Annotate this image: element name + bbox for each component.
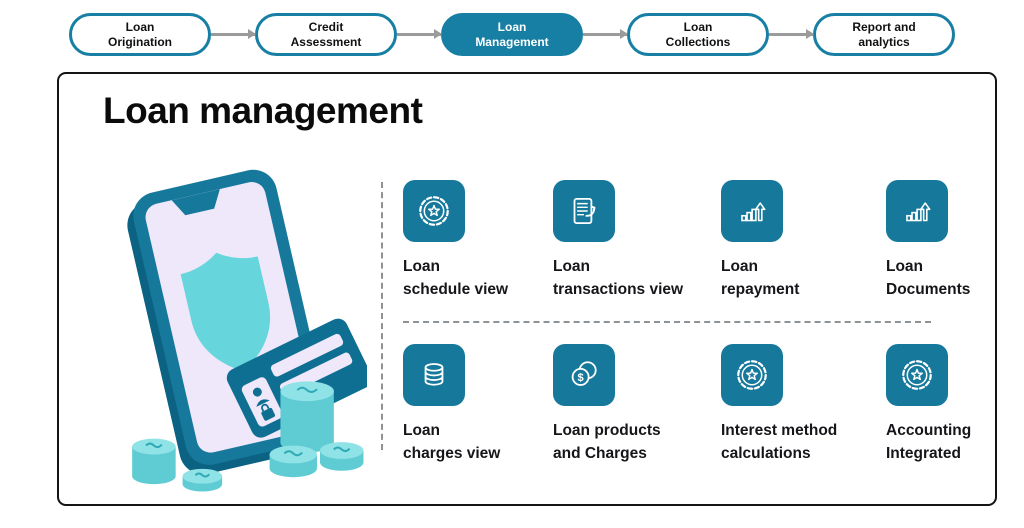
feature-label: Accounting Integrated [886,421,972,462]
stage-label-line1: Report and [852,20,916,35]
feature-tile [721,180,783,242]
phone-security-illustration [127,169,367,492]
coins-dollar-icon [565,356,603,394]
stage-label-line2: Management [475,34,549,49]
horizontal-dashed-divider [403,320,931,323]
process-flow: Loan Origination Credit Assessment Loan … [0,13,1024,56]
chart-growth-icon [898,192,936,230]
badge-star-icon [733,356,771,394]
feature-3: Loan repayment [721,180,886,302]
document-arrow-icon [565,192,603,230]
feature-label: Interest method calculations [721,421,838,462]
feature-tile [403,343,465,406]
badge-star-icon [415,192,453,230]
stage-label-line2: analytics [858,34,910,49]
feature-tile [721,343,783,406]
coins-illustration [132,381,364,492]
feature-label: Loan charges view [403,421,501,462]
feature-label: Loan Documents [886,258,971,299]
feature-label: Loan transactions view [553,258,684,299]
stage-label-line1: Loan [125,20,155,35]
stage-label-line2: Origination [108,34,172,49]
feature-row-1: Loan schedule view Loan transactions vie… [403,180,973,302]
flow-stage-5: Report and analytics [813,13,955,56]
flow-stage-3: Loan Management [441,13,583,56]
feature-5: Loan charges view [403,343,553,466]
coin-stack-icon [415,356,453,394]
feature-row-2: Loan charges view Loan products and Char… [403,343,973,466]
flow-arrow-icon [211,29,256,39]
panel-title: Loan management [103,90,423,131]
feature-tile [403,180,465,242]
panel-body: Loan schedule view Loan transactions vie… [99,144,973,496]
vertical-dashed-divider [381,182,383,450]
stage-label-line2: Collections [665,34,731,49]
chart-growth-icon [733,192,771,230]
stage-label-line1: Loan [497,20,527,35]
feature-label: Loan products and Charges [553,421,661,462]
id-card-illustration [226,318,367,438]
feature-8: Accounting Integrated [886,343,973,466]
feature-label: Loan schedule view [403,258,509,299]
feature-6: Loan products and Charges [553,343,721,466]
feature-7: Interest method calculations [721,343,886,466]
feature-2: Loan transactions view [553,180,721,302]
flow-stage-1: Loan Origination [69,13,211,56]
badge-star-icon [898,356,936,394]
feature-tile [553,180,615,242]
loan-management-panel: Loan management [57,72,997,506]
feature-label: Loan repayment [721,258,800,299]
stage-label-line2: Assessment [290,34,362,49]
flow-arrow-icon [769,29,814,39]
flow-stage-2: Credit Assessment [255,13,397,56]
stage-label-line1: Loan [683,20,713,35]
stage-label-line1: Credit [308,20,344,35]
feature-tile [886,343,948,406]
feature-1: Loan schedule view [403,180,553,302]
flow-arrow-icon [397,29,442,39]
flow-arrow-icon [583,29,628,39]
feature-tile [886,180,948,242]
feature-tile [553,343,615,406]
feature-grid: Loan schedule view Loan transactions vie… [403,144,973,496]
feature-4: Loan Documents [886,180,973,302]
flow-stage-4: Loan Collections [627,13,769,56]
